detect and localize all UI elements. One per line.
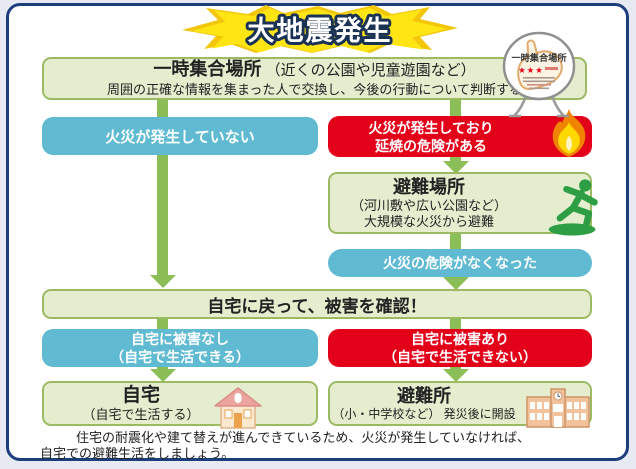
evacuation-site-line1: （河川敷や広い公園など） <box>350 197 507 213</box>
earthquake-banner: 大地震発生 <box>182 5 458 53</box>
arrow-down-icon <box>150 275 176 288</box>
evacuation-site-line2: 大規模な火災から避難 <box>363 213 494 229</box>
banner-title: 大地震発生 <box>248 16 393 46</box>
box-shelter: 避難所 （小・中学校など） 発災後に開設 <box>328 381 592 426</box>
shelter-title: 避難所 <box>397 385 451 406</box>
starburst-inner <box>192 7 448 53</box>
return-home-label: 自宅に戻って、被害を確認！ <box>207 296 427 316</box>
shelter-subtitle: （小・中学校など） 発災後に開設 <box>332 406 516 421</box>
no-damage-line1: 自宅に被害なし <box>131 331 229 347</box>
meeting-place-heading: 一時集合場所 （近くの公園や児童遊園など） <box>153 59 475 81</box>
footer-note: 住宅の耐震化や建て替えが進んできているため、火災が発生していなければ、 自宅での… <box>40 430 596 462</box>
house-icon <box>214 387 262 429</box>
box-evacuation-site: 避難場所 （河川敷や広い公園など） 大規模な火災から避難 <box>328 172 592 234</box>
flow-connector-left-2 <box>157 317 168 331</box>
box-no-damage: 自宅に被害なし （自宅で生活できる） <box>42 329 318 367</box>
box-damaged: 自宅に被害あり （自宅で生活できない） <box>328 329 592 367</box>
assembly-area-sign-icon: 一時集合場所 ★★★ <box>502 31 576 118</box>
box-home: 自宅 （自宅で生活する） <box>42 381 318 426</box>
flow-connector-right-5 <box>450 317 461 331</box>
no-damage-line2: （自宅で生活できる） <box>110 349 250 365</box>
arrow-down-icon <box>443 369 469 382</box>
fire-danger-line2: 延焼の危険がある <box>375 137 487 154</box>
meeting-place-subtitle: （近くの公園や児童遊園など） <box>265 62 476 79</box>
flow-connector-right-2 <box>450 152 461 163</box>
school-building-icon <box>526 388 590 428</box>
box-no-fire: 火災が発生していない <box>42 117 318 155</box>
home-title: 自宅 <box>121 384 160 406</box>
sign-title: 一時集合場所 <box>511 52 566 63</box>
fire-over-label: 火災の危険がなくなった <box>383 255 537 271</box>
damaged-line2: （自宅で生活できない） <box>383 349 537 365</box>
running-person-icon <box>548 179 598 236</box>
arrow-down-icon <box>443 161 469 174</box>
flow-connector-left-3 <box>157 364 168 371</box>
sign-fine-print <box>545 67 558 70</box>
arrow-down-icon <box>150 369 176 382</box>
fire-danger-line1: 火災が発生しており <box>368 119 494 136</box>
box-fire-over: 火災の危険がなくなった <box>328 249 592 277</box>
sign-stars: ★★★ <box>518 65 544 75</box>
flow-connector-right-3 <box>450 232 461 252</box>
box-return-home: 自宅に戻って、被害を確認！ <box>42 289 592 319</box>
arrow-down-icon <box>443 277 469 290</box>
flow-connector-right-6 <box>450 364 461 371</box>
meeting-place-description: 周囲の正確な情報を集まった人で交換し、今後の行動について判断する <box>106 82 523 97</box>
damaged-line1: 自宅に被害あり <box>411 331 509 347</box>
sign-fine-print <box>529 87 549 90</box>
meeting-place-title: 一時集合場所 <box>153 59 262 79</box>
footer-line1: 住宅の耐震化や建て替えが進んできているため、火災が発生していなければ、 <box>76 430 530 445</box>
no-fire-label: 火災が発生していない <box>105 128 255 146</box>
flow-connector-left <box>157 100 168 276</box>
flow-connector-right-1 <box>450 100 461 122</box>
footer-line2: 自宅での避難生活をしましょう。 <box>40 446 235 461</box>
flame-icon <box>552 109 586 157</box>
sign-fine-print <box>523 80 555 83</box>
box-meeting-place: 一時集合場所 （近くの公園や児童遊園など） 周囲の正確な情報を集まった人で交換し… <box>42 57 587 100</box>
sign-fine-print <box>527 84 551 86</box>
evacuation-site-title: 避難場所 <box>393 176 465 197</box>
home-subtitle: （自宅で生活する） <box>82 406 200 422</box>
box-fire-danger: 火災が発生しており 延焼の危険がある <box>328 116 592 157</box>
sign-fine-print <box>523 77 555 79</box>
